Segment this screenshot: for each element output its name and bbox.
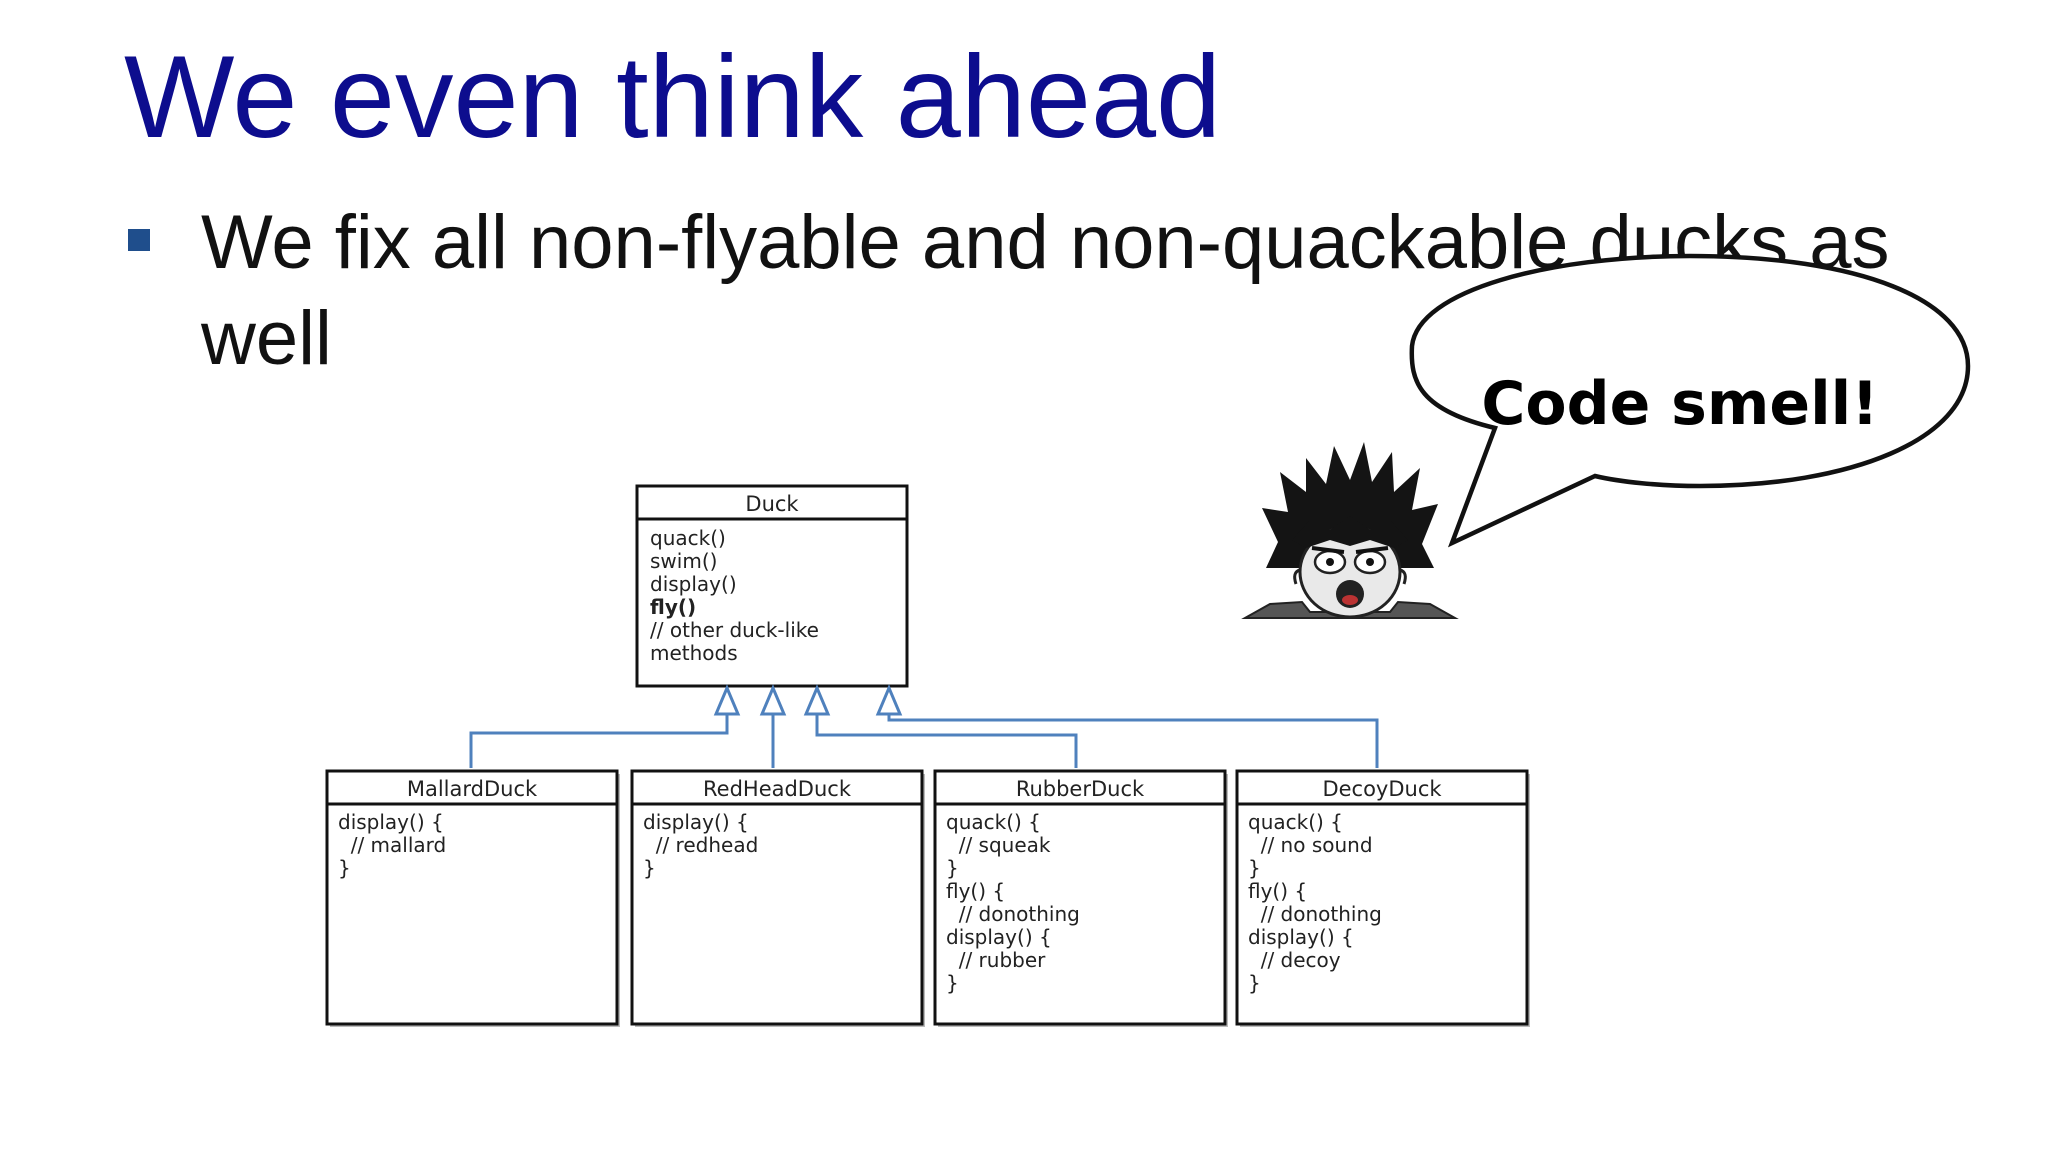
rubberduck-method-line: }: [946, 856, 959, 880]
inheritance-arrowheads: [713, 684, 903, 716]
arrowhead-redhead: [759, 684, 787, 716]
duck-method-line: swim(): [650, 549, 717, 573]
decoyduck-method-line: // no sound: [1248, 833, 1373, 857]
decoyduck-method-line: display() {: [1248, 925, 1354, 949]
mallardduck-method-line: // mallard: [338, 833, 446, 857]
mallardduck-box-frame: [325, 769, 619, 1026]
redheadduck-class-box: RedHeadDuck display() { // redhead}: [630, 769, 925, 1027]
mallardduck-class-box: MallardDuck display() { // mallard}: [325, 769, 620, 1027]
inheritance-connectors: [469, 714, 1379, 768]
connector-mallard: [469, 714, 729, 768]
rubberduck-method-line: // squeak: [946, 833, 1051, 857]
connector-rubber: [815, 714, 1078, 768]
rubberduck-method-line: // donothing: [946, 902, 1080, 926]
mallardduck-method-line: display() {: [338, 810, 444, 834]
duck-method-line: quack(): [650, 526, 726, 550]
slide-title: We even think ahead: [124, 31, 1222, 162]
rubberduck-method-line: }: [946, 971, 959, 995]
duck-class-box: Duck quack()swim()display()fly()// other…: [635, 484, 909, 688]
rubberduck-method-line: display() {: [946, 925, 1052, 949]
speech-bubble-text: Code smell!: [1481, 369, 1878, 439]
redheadduck-method-line: }: [643, 856, 656, 880]
rubberduck-method-line: quack() {: [946, 810, 1041, 834]
mallardduck-method-line: }: [338, 856, 351, 880]
duck-method-line: methods: [650, 641, 738, 665]
rubberduck-class-name: RubberDuck: [1016, 777, 1145, 801]
bullet-text: We fix all non-flyable and non-quackable…: [201, 200, 1890, 381]
speech-bubble-shape: [1409, 253, 1971, 548]
redheadduck-box-frame: [630, 769, 924, 1026]
duck-methods: quack()swim()display()fly()// other duck…: [650, 526, 819, 665]
decoyduck-method-line: }: [1248, 856, 1261, 880]
redheadduck-method-line: display() {: [643, 810, 749, 834]
duck-method-line: display(): [650, 572, 737, 596]
decoyduck-method-line: fly() {: [1248, 879, 1307, 903]
decoyduck-class-name: DecoyDuck: [1322, 777, 1442, 801]
redheadduck-class-name: RedHeadDuck: [703, 777, 852, 801]
duck-method-line: // other duck-like: [650, 618, 819, 642]
mallardduck-class-name: MallardDuck: [407, 777, 538, 801]
decoyduck-method-line: }: [1248, 971, 1261, 995]
redheadduck-method-line: // redhead: [643, 833, 758, 857]
duck-method-line: fly(): [650, 595, 696, 619]
rubberduck-method-line: // rubber: [946, 948, 1046, 972]
decoyduck-method-line: // decoy: [1248, 948, 1341, 972]
connector-decoy: [887, 714, 1379, 768]
arrowhead-rubber: [803, 684, 831, 716]
decoyduck-method-line: // donothing: [1248, 902, 1382, 926]
bullet-square-icon: [128, 229, 150, 251]
duck-class-name: Duck: [745, 492, 799, 516]
arrowhead-mallard: [713, 684, 741, 716]
decoyduck-box-frame: [1235, 769, 1529, 1026]
decoyduck-method-line: quack() {: [1248, 810, 1343, 834]
rubberduck-box-frame: [933, 769, 1227, 1026]
rubberduck-method-line: fly() {: [946, 879, 1005, 903]
shocked-spiky-hair-face-icon: [1241, 442, 1459, 619]
speech-bubble: Code smell!: [1409, 253, 1971, 548]
arrowhead-decoy: [875, 684, 903, 716]
